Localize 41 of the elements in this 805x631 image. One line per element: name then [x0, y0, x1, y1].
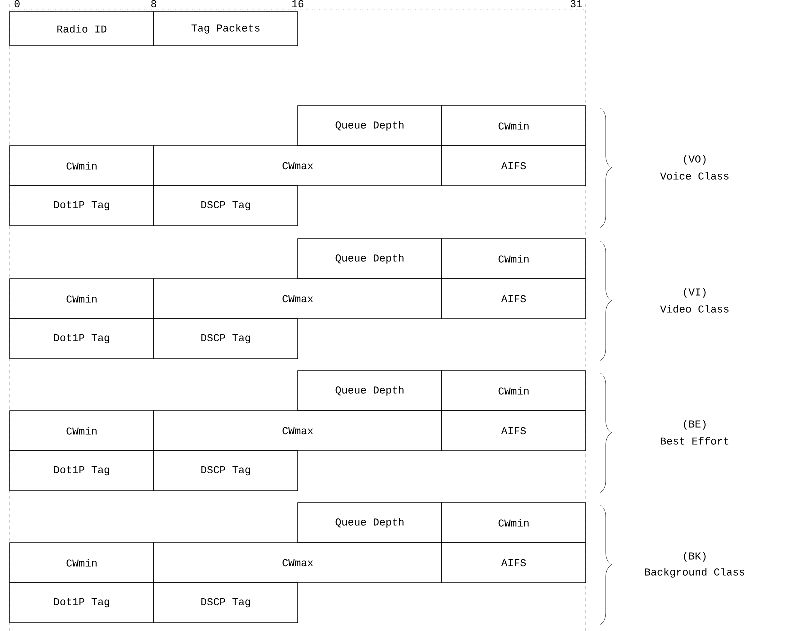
field-box: CWmax — [154, 542, 442, 584]
field-box: CWmin — [442, 502, 586, 544]
class-label: Video Class — [660, 305, 729, 313]
class-label: (BK) — [684, 552, 706, 562]
class-label: (VO) — [684, 155, 706, 165]
field-box: CWmax — [154, 146, 442, 186]
bit-number: 8 — [152, 0, 156, 8]
field-box: Queue Depth — [298, 370, 442, 412]
field-box: CWmin — [10, 278, 154, 320]
field-box: CWmin — [10, 542, 154, 584]
field-box: CWmin — [10, 146, 154, 186]
field-box: AIFS — [442, 146, 586, 186]
field-box: AIFS — [442, 542, 586, 584]
class-label: Voice Class — [660, 172, 729, 180]
field-box: CWmin — [442, 238, 586, 280]
class-label: (VI) — [684, 288, 706, 298]
field-box: Dot1P Tag — [10, 318, 154, 360]
field-box: Radio ID — [10, 12, 154, 46]
field-box: Queue Depth — [298, 238, 442, 280]
field-box: Queue Depth — [298, 502, 442, 544]
field-box: CWmin — [10, 410, 154, 452]
field-box: Queue Depth — [298, 106, 442, 146]
class-label: Best Effort — [661, 437, 729, 445]
bit-number: 16 — [292, 0, 304, 8]
field-box: CWmax — [154, 410, 442, 452]
field-box: Dot1P Tag — [10, 582, 154, 624]
field-box: CWmin — [442, 370, 586, 412]
field-box: DSCP Tag — [154, 186, 298, 226]
field-box: AIFS — [442, 278, 586, 320]
field-box: Dot1P Tag — [10, 450, 154, 492]
class-label: Background Class — [645, 568, 745, 578]
field-box: DSCP Tag — [154, 450, 298, 492]
field-box: DSCP Tag — [154, 582, 298, 624]
class-label: (BE) — [684, 420, 706, 430]
field-box: CWmin — [442, 106, 586, 146]
field-box: DSCP Tag — [154, 318, 298, 360]
field-box: CWmax — [154, 278, 442, 320]
field-box: Tag Packets — [154, 12, 298, 46]
bit-number: 31 — [570, 0, 582, 8]
field-box: Dot1P Tag — [10, 186, 154, 226]
field-box: AIFS — [442, 410, 586, 452]
